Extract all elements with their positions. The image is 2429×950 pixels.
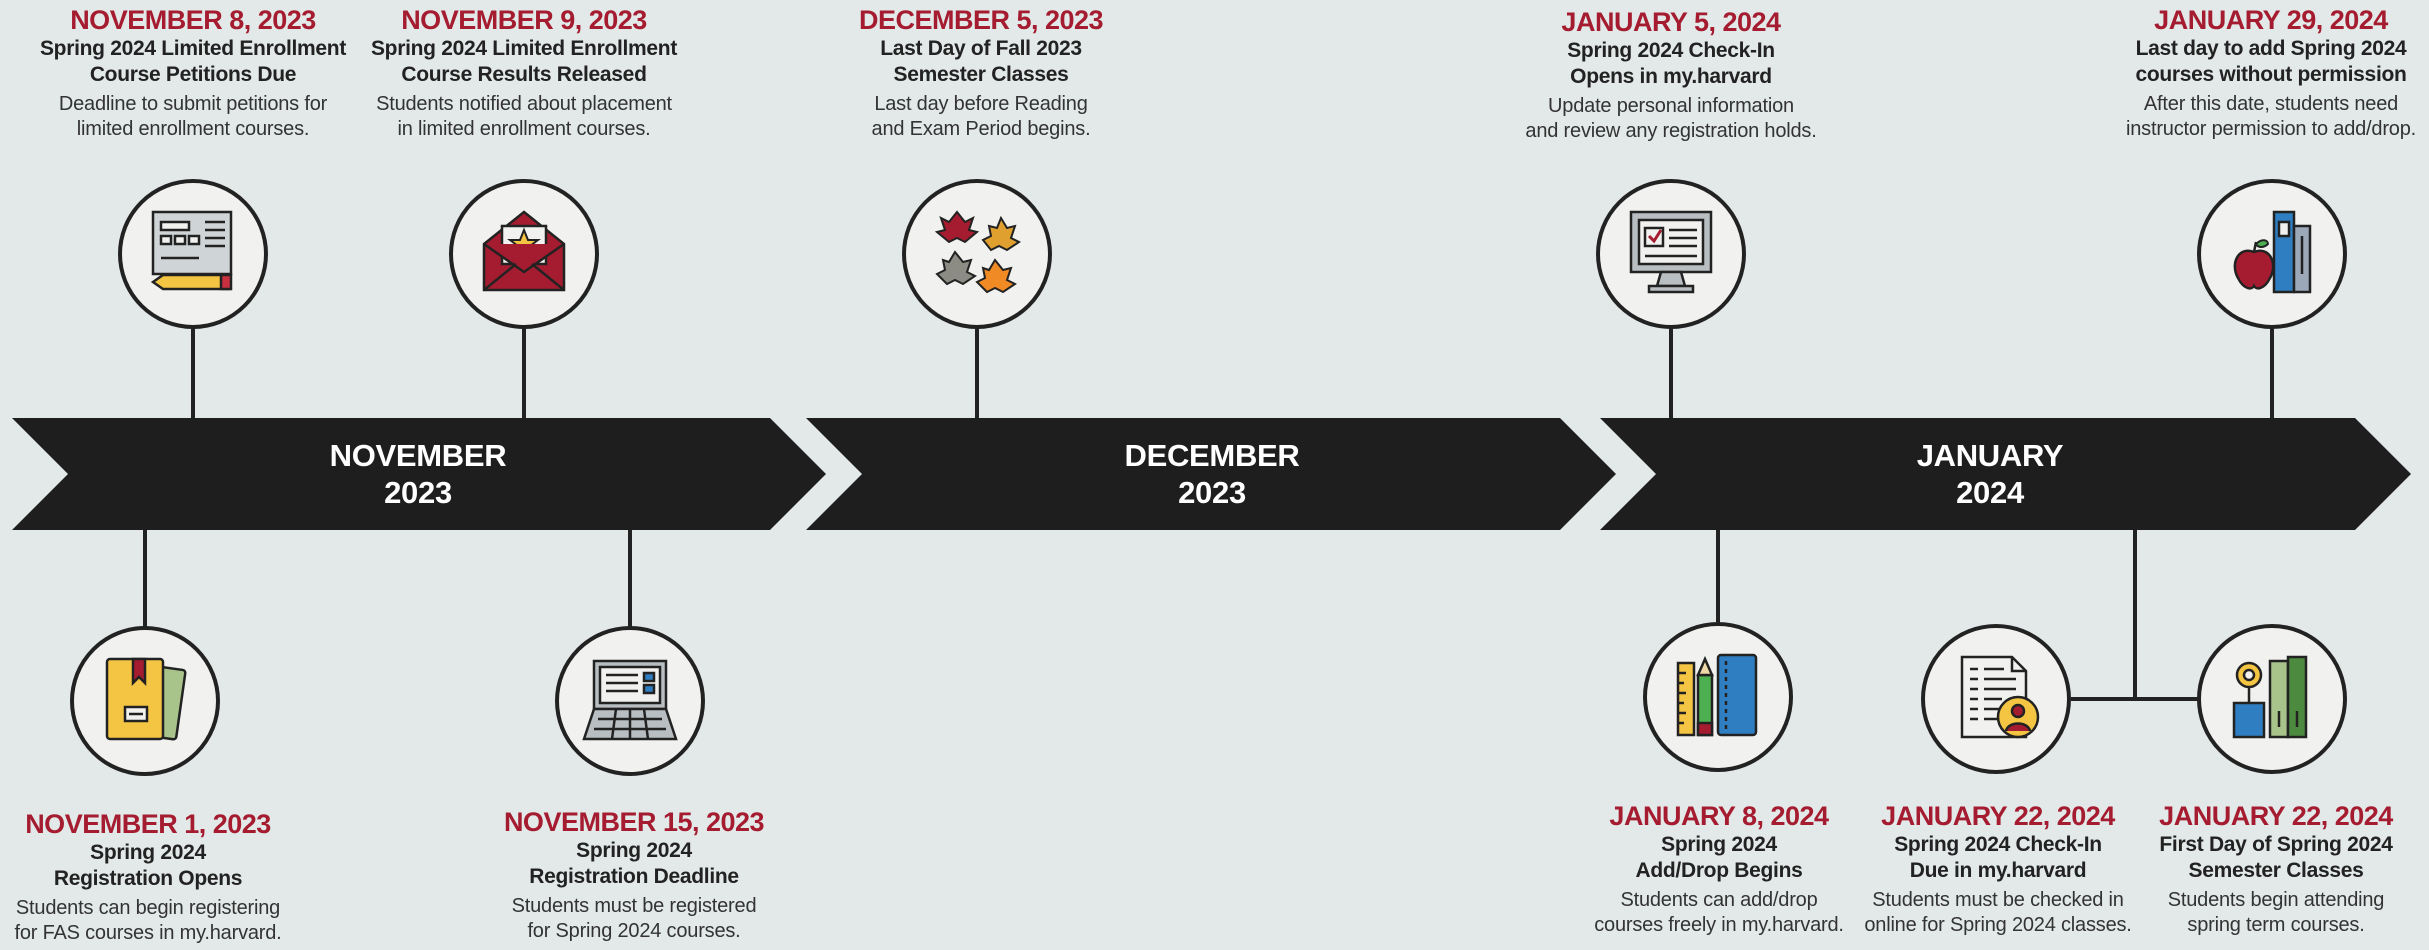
event-date: JANUARY 8, 2024 xyxy=(1609,801,1829,831)
event-date: DECEMBER 5, 2023 xyxy=(858,5,1104,35)
event-description: Students can begin registering for FAS c… xyxy=(14,897,282,944)
event-date: JANUARY 22, 2024 xyxy=(1881,801,2115,831)
ruler-pencil-notebook-icon xyxy=(1676,653,1758,737)
event-date: JANUARY 22, 2024 xyxy=(2159,801,2393,831)
event-title: First Day of Spring 2024 Semester Classe… xyxy=(2159,833,2393,882)
event-date: NOVEMBER 15, 2023 xyxy=(503,807,765,837)
event-title: Spring 2024 Limited Enrollment Course Re… xyxy=(370,37,678,86)
envelope-star-icon xyxy=(482,210,566,292)
event-date: NOVEMBER 9, 2023 xyxy=(401,5,647,35)
form-pencil-icon xyxy=(150,210,233,291)
event-nov-8: NOVEMBER 8, 2023 Spring 2024 Limited Enr… xyxy=(40,4,346,142)
event-title: Spring 2024 Check-In Due in my.harvard xyxy=(1894,833,2102,882)
event-circle xyxy=(902,179,1052,329)
book-bookmark-icon xyxy=(105,657,187,741)
event-circle xyxy=(2197,179,2347,329)
event-jan-8: JANUARY 8, 2024 Spring 2024 Add/Drop Beg… xyxy=(1594,800,1844,938)
apple-binders-icon xyxy=(2233,210,2312,294)
event-nov-15: NOVEMBER 15, 2023 Spring 2024 Registrati… xyxy=(503,806,765,944)
event-title: Last Day of Fall 2023 Semester Classes xyxy=(880,37,1082,86)
laptop-icon xyxy=(582,659,678,741)
connector-lines xyxy=(143,326,2274,701)
event-description: Students must be checked in online for S… xyxy=(1864,889,2132,936)
event-date: JANUARY 29, 2024 xyxy=(2154,5,2388,35)
event-title: Spring 2024 Check-In Opens in my.harvard xyxy=(1567,39,1775,88)
event-date: NOVEMBER 8, 2023 xyxy=(70,5,316,35)
event-description: Students must be registered for Spring 2… xyxy=(511,895,757,942)
event-title: Spring 2024 Limited Enrollment Course Pe… xyxy=(39,37,347,86)
month-label-january: JANUARY 2024 xyxy=(1916,438,2064,510)
event-nov-1: NOVEMBER 1, 2023 Spring 2024 Registratio… xyxy=(14,808,281,946)
event-nov-9: NOVEMBER 9, 2023 Spring 2024 Limited Enr… xyxy=(371,4,677,142)
month-band-december xyxy=(806,418,1616,530)
event-jan-22-first-day: JANUARY 22, 2024 First Day of Spring 202… xyxy=(2159,800,2393,938)
event-description: Last day before Reading and Exam Period … xyxy=(871,93,1091,140)
document-person-icon xyxy=(1960,655,2040,739)
event-jan-22-check-in: JANUARY 22, 2024 Spring 2024 Check-In Du… xyxy=(1864,800,2131,938)
event-description: Deadline to submit petitions for limited… xyxy=(58,93,328,140)
event-date: JANUARY 5, 2024 xyxy=(1561,7,1781,37)
event-description: Students notified about placement in lim… xyxy=(376,93,672,140)
event-jan-5: JANUARY 5, 2024 Spring 2024 Check-In Ope… xyxy=(1525,6,1816,144)
event-title: Spring 2024 Add/Drop Begins xyxy=(1635,833,1803,882)
flower-binders-icon xyxy=(2232,655,2308,739)
event-date: NOVEMBER 1, 2023 xyxy=(25,809,271,839)
event-description: Update personal information and review a… xyxy=(1525,95,1817,142)
month-band-november xyxy=(12,418,826,530)
event-title: Last day to add Spring 2024 courses with… xyxy=(2135,37,2407,86)
event-dec-5: DECEMBER 5, 2023 Last Day of Fall 2023 S… xyxy=(858,4,1104,142)
month-label-december: DECEMBER 2023 xyxy=(1124,438,1300,510)
event-description: Students begin attending spring term cou… xyxy=(2167,889,2385,936)
month-label-november: NOVEMBER 2023 xyxy=(329,438,507,510)
event-jan-29: JANUARY 29, 2024 Last day to add Spring … xyxy=(2126,4,2416,142)
event-title: Spring 2024 Registration Opens xyxy=(53,841,243,890)
autumn-leaves-icon xyxy=(934,210,1021,294)
event-description: After this date, students need instructo… xyxy=(2125,93,2417,140)
event-title: Spring 2024 Registration Deadline xyxy=(529,839,739,888)
computer-checklist-icon xyxy=(1629,210,1713,294)
month-band-january xyxy=(1600,418,2411,530)
event-description: Students can add/drop courses freely in … xyxy=(1594,889,1844,936)
